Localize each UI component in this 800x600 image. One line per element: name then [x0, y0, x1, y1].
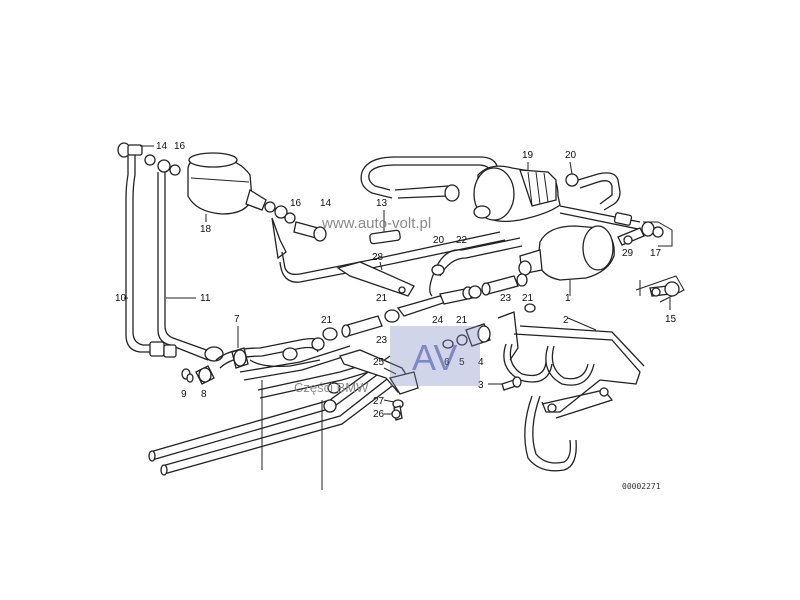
hose-10 — [125, 152, 160, 353]
callout-16-top: 16 — [174, 141, 186, 152]
hose-end-connectors — [149, 341, 224, 362]
bolt-15 — [649, 281, 680, 297]
bracket-25 — [339, 349, 419, 395]
callout-19: 19 — [522, 150, 534, 161]
watermark-logo-box — [390, 326, 480, 386]
banjo-bolt-14-top — [117, 142, 181, 176]
callout-21-c: 21 — [456, 315, 468, 326]
washer-9 — [181, 368, 194, 383]
line-to-17 — [559, 205, 664, 238]
callout-17: 17 — [650, 248, 662, 259]
callout-24: 24 — [432, 315, 444, 326]
fitting-16-14-mid — [271, 212, 327, 260]
callout-13: 13 — [376, 198, 388, 209]
clamp-20-top — [565, 172, 621, 211]
callout-20-top: 20 — [565, 150, 577, 161]
callout-29: 29 — [622, 248, 634, 259]
callout-28: 28 — [372, 252, 384, 263]
callout-15: 15 — [665, 314, 677, 325]
callout-labels: 14 16 18 16 14 13 19 20 20 22 28 29 17 1… — [115, 141, 677, 420]
callout-3: 3 — [478, 380, 484, 391]
watermark-logo: AV — [390, 326, 480, 386]
callout-7: 7 — [234, 314, 240, 325]
carrier-bracket-2 — [497, 311, 645, 419]
callout-21-d: 21 — [522, 293, 534, 304]
callout-10: 10 — [115, 293, 127, 304]
bolt-3 — [501, 376, 522, 391]
strap-bands — [503, 343, 595, 472]
hose-13 — [279, 229, 506, 283]
callout-23-left: 23 — [376, 335, 388, 346]
fuel-filter-1 — [518, 225, 615, 281]
callout-2: 2 — [563, 315, 569, 326]
fuel-filter-18 — [187, 152, 288, 219]
hose-22 — [429, 237, 523, 297]
callout-14-top: 14 — [156, 141, 168, 152]
callout-23-right: 23 — [500, 293, 512, 304]
grommet-4-5-6 — [442, 303, 536, 349]
callout-26: 26 — [373, 409, 385, 420]
nut-8 — [195, 365, 215, 385]
callout-11: 11 — [200, 293, 211, 304]
callout-1: 1 — [565, 293, 571, 304]
bracket-28 — [336, 261, 415, 297]
bolt-26-27 — [391, 399, 404, 421]
diagram-code: 00002271 — [622, 482, 661, 491]
callout-6: 6 — [444, 357, 450, 368]
clamp-7 — [231, 347, 249, 369]
callout-21-a: 21 — [321, 315, 333, 326]
line-routing-cluster — [215, 337, 383, 413]
leader-lines — [124, 145, 671, 415]
callout-5: 5 — [459, 357, 465, 368]
watermark-url: www.auto-volt.pl — [321, 215, 431, 232]
callout-20-mid: 20 — [433, 235, 445, 246]
callout-22: 22 — [456, 235, 468, 246]
watermark-logo-letters: AV — [412, 337, 457, 378]
callout-16-mid: 16 — [290, 198, 302, 209]
callout-21-b: 21 — [376, 293, 388, 304]
hose-23-right — [468, 273, 528, 299]
fitting-29 — [617, 227, 645, 246]
callout-4: 4 — [478, 357, 484, 368]
callout-9: 9 — [181, 389, 187, 400]
fuel-pump-19 — [473, 165, 561, 223]
callout-14-mid: 14 — [320, 198, 332, 209]
hose-23-left — [341, 315, 383, 338]
callout-18: 18 — [200, 224, 212, 235]
clamp-21-left — [322, 309, 400, 341]
callout-27: 27 — [373, 396, 385, 407]
callout-25: 25 — [373, 357, 385, 368]
callout-8: 8 — [201, 389, 207, 400]
watermark-caption: Części BMW — [294, 380, 369, 395]
